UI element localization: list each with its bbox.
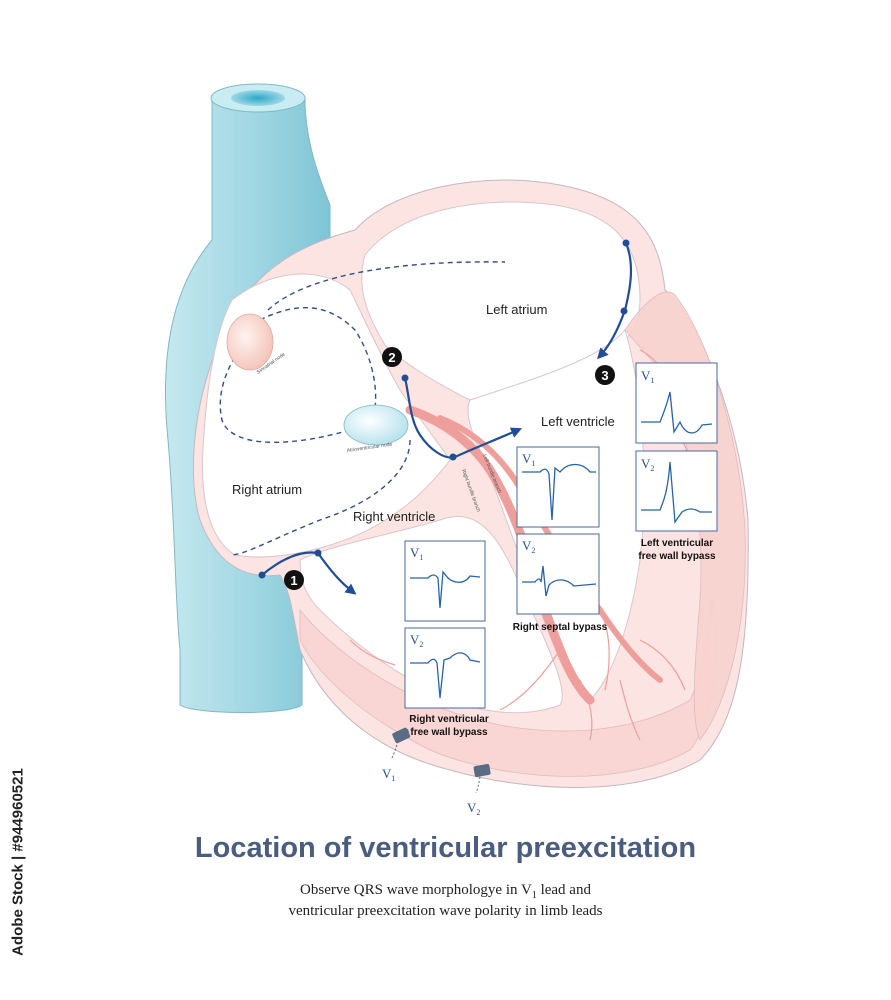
svg-text:V2: V2 — [522, 538, 535, 555]
caption-right-free-wall-line1: Right ventricular — [409, 714, 489, 725]
caption-right-septal: Right septal bypass — [513, 622, 608, 633]
page-title: Location of ventricular preexcitation — [194, 832, 697, 864]
marker-2: 2 — [382, 347, 402, 367]
svg-text:V2: V2 — [410, 632, 423, 649]
ecg-right-free-wall-v1: V1 — [404, 540, 486, 622]
svg-text:V1: V1 — [410, 545, 423, 562]
svg-text:V1: V1 — [641, 368, 654, 385]
left-ventricle-label: Left ventricle — [541, 414, 615, 429]
internodal-pathways — [219, 261, 506, 556]
subtitle-line-1: Observe QRS wave morphologye in V1 lead … — [300, 882, 591, 901]
ecg-right-septal-v2: V2 — [516, 533, 600, 615]
ecg-right-free-wall-v2: V2 — [404, 627, 486, 709]
electrode-v1: V1 — [382, 727, 411, 783]
caption-left-free-wall-line1: Left ventricular — [641, 538, 713, 549]
ecg-left-free-wall-v1: V1 — [635, 362, 718, 444]
ecg-left-free-wall-v2: V2 — [635, 450, 718, 532]
svg-text:V2: V2 — [467, 800, 480, 817]
marker-1: 1 — [284, 570, 304, 590]
svg-text:3: 3 — [601, 368, 608, 383]
accessory-pathway-1 — [258, 549, 357, 595]
svg-text:2: 2 — [388, 350, 395, 365]
stock-watermark-id: Adobe Stock | #944960521 — [9, 768, 27, 956]
electrode-v2: V2 — [467, 764, 491, 817]
caption-left-free-wall-line2: free wall bypass — [638, 551, 716, 562]
left-atrium-label: Left atrium — [486, 302, 547, 317]
right-ventricle-label: Right ventricle — [353, 509, 435, 524]
accessory-pathway-2 — [401, 374, 523, 461]
subtitle-line-2: ventricular preexcitation wave polarity … — [288, 903, 603, 919]
accessory-pathway-3 — [597, 239, 633, 360]
ecg-right-septal-v1: V1 — [516, 446, 600, 528]
caption-right-free-wall-line2: free wall bypass — [410, 727, 488, 738]
svg-text:1: 1 — [290, 573, 297, 588]
svg-text:V2: V2 — [641, 456, 654, 473]
svg-text:V1: V1 — [382, 766, 395, 783]
right-atrium-label: Right atrium — [232, 482, 302, 497]
svg-text:V1: V1 — [522, 451, 535, 468]
marker-3: 3 — [595, 365, 615, 385]
